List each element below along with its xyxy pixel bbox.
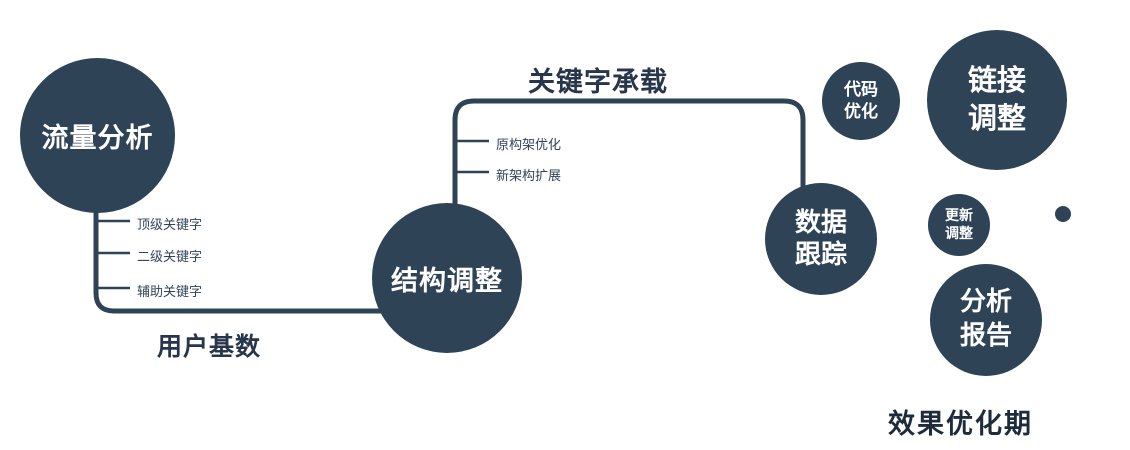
- node-label-line: 数据: [794, 207, 847, 238]
- node-analysis-report: 分析 报告: [930, 264, 1042, 376]
- node-label-line: 优化: [844, 102, 878, 122]
- node-link-adjustment: 链接 调整: [927, 30, 1067, 170]
- node-label-line: 分析: [959, 287, 1012, 318]
- node-traffic-analysis: 流量分析: [20, 58, 175, 213]
- node-label-line: 调整: [967, 101, 1026, 135]
- node-label: 流量分析: [41, 123, 154, 154]
- edge-traffic-to-structure: [93, 195, 382, 314]
- edge-label-keyword-bearing: 关键字承载: [528, 67, 668, 98]
- node-structure-adjustment: 结构调整: [372, 203, 522, 353]
- tick-label-original-architecture: 原构架优化: [496, 138, 562, 153]
- node-update-adjustment: 更新 调整: [928, 194, 990, 256]
- node-label-line: 调整: [945, 226, 973, 242]
- node-data-tracking: 数据 跟踪: [765, 183, 877, 295]
- node-label-line: 链接: [967, 63, 1026, 98]
- node-label: 结构调整: [391, 265, 503, 297]
- node-label-line: 更新: [945, 207, 973, 224]
- node-label-line: 报告: [959, 321, 1012, 351]
- node-label-line: 跟踪: [794, 240, 847, 270]
- structure-tick-marks: [457, 139, 489, 174]
- edge-label-user-base: 用户基数: [157, 332, 262, 361]
- small-dot-marker: [1055, 206, 1071, 222]
- node-code-optimization: 代码 优化: [822, 62, 900, 140]
- tick-label-top-keywords: 顶级关键字: [137, 218, 203, 233]
- tick-label-new-architecture: 新架构扩展: [496, 169, 562, 184]
- traffic-tick-marks: [98, 219, 130, 290]
- edge-structure-to-data-tracking: [452, 98, 806, 210]
- node-label-line: 代码: [844, 79, 878, 100]
- tick-label-secondary-keywords: 二级关键字: [137, 250, 203, 265]
- tick-label-auxiliary-keywords: 辅助关键字: [137, 285, 203, 300]
- footer-label-effect-optimization-period: 效果优化期: [888, 409, 1033, 440]
